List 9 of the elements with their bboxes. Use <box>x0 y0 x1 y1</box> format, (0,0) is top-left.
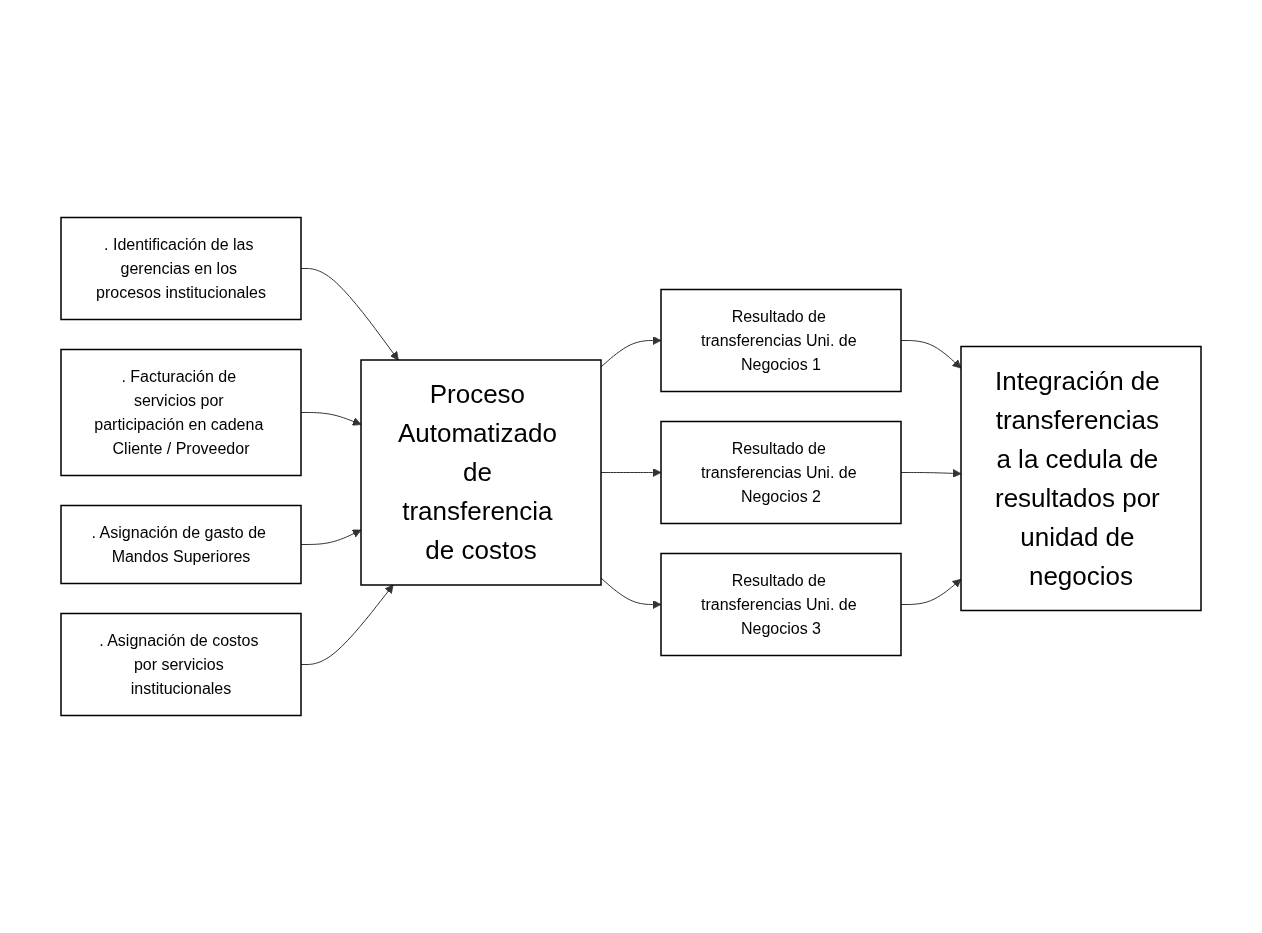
node-box: . Asignación de gasto de Mandos Superiores <box>60 504 302 585</box>
node-box: Resultado de transferencias Uni. de Negocios 3 <box>660 552 902 657</box>
node-box: . Facturación de servicios por participación en cadena Cliente / Proveedor <box>60 348 302 477</box>
node-box: . Identificación de las gerencias en los procesos institucionales <box>60 216 302 321</box>
node-box: Proceso Automatizado de transferencia de costos <box>360 359 602 586</box>
node-box: Integración de transferencias a la cedula de resultados por unidad de negocios <box>960 345 1202 612</box>
node-box: Resultado de transferencias Uni. de Negocios 2 <box>660 420 902 525</box>
node-box: . Asignación de costos por servicios institucionales <box>60 612 302 717</box>
node-box: Resultado de transferencias Uni. de Negocios 1 <box>660 288 902 393</box>
